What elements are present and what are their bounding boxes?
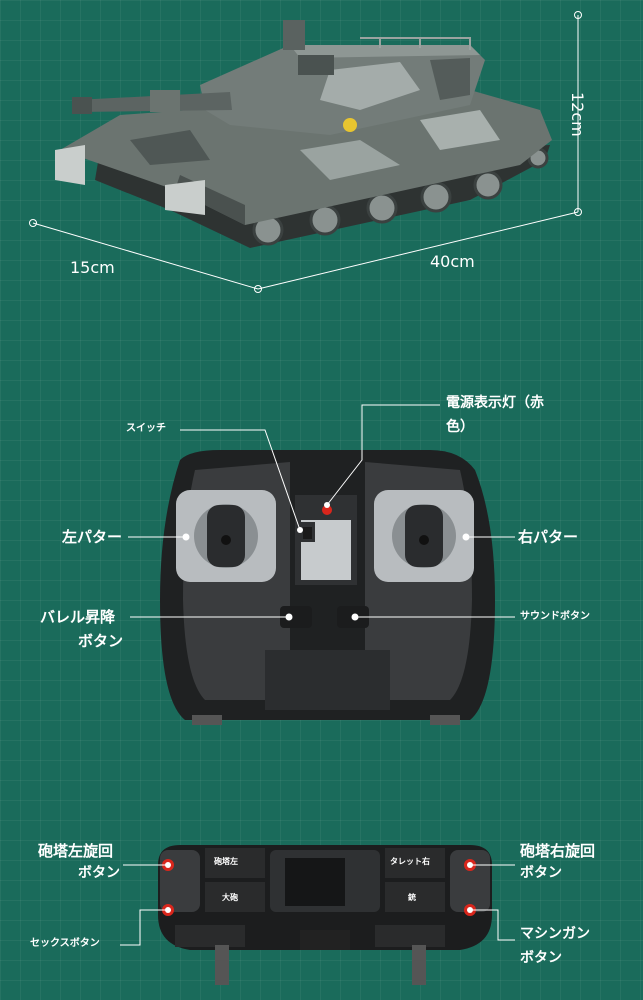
switch-label: スイッチ bbox=[126, 423, 166, 434]
turret-left-label-2: ボタン bbox=[78, 865, 120, 881]
left-stick-label: 左パター bbox=[62, 528, 123, 546]
dim-width: 15cm bbox=[70, 258, 115, 277]
turret-left-label: 砲塔左旋回 bbox=[38, 842, 114, 860]
turret-right-label: 砲塔右旋回 bbox=[520, 842, 596, 860]
dimension-lines bbox=[32, 15, 579, 290]
sound-button-label: サウンドボタン bbox=[520, 611, 590, 622]
small-cannon: 大砲 bbox=[222, 893, 238, 902]
power-led-label-2: 色） bbox=[446, 419, 474, 435]
barrel-button-label: バレル昇降 bbox=[40, 608, 116, 626]
small-turret-left: 砲塔左 bbox=[214, 857, 238, 866]
turret-right-label-2: ボタン bbox=[520, 865, 562, 881]
sex-button-label: セックスボタン bbox=[30, 938, 100, 949]
machine-gun-label: マシンガン bbox=[520, 926, 590, 942]
small-gun: 銃 bbox=[408, 893, 416, 902]
right-stick-label: 右パター bbox=[518, 528, 579, 546]
dim-length: 40cm bbox=[430, 252, 475, 271]
barrel-button-label-2: ボタン bbox=[78, 632, 124, 650]
power-led-label: 電源表示灯（赤 bbox=[446, 395, 544, 411]
small-turret-right: タレット右 bbox=[390, 857, 430, 866]
machine-gun-label-2: ボタン bbox=[520, 950, 562, 966]
